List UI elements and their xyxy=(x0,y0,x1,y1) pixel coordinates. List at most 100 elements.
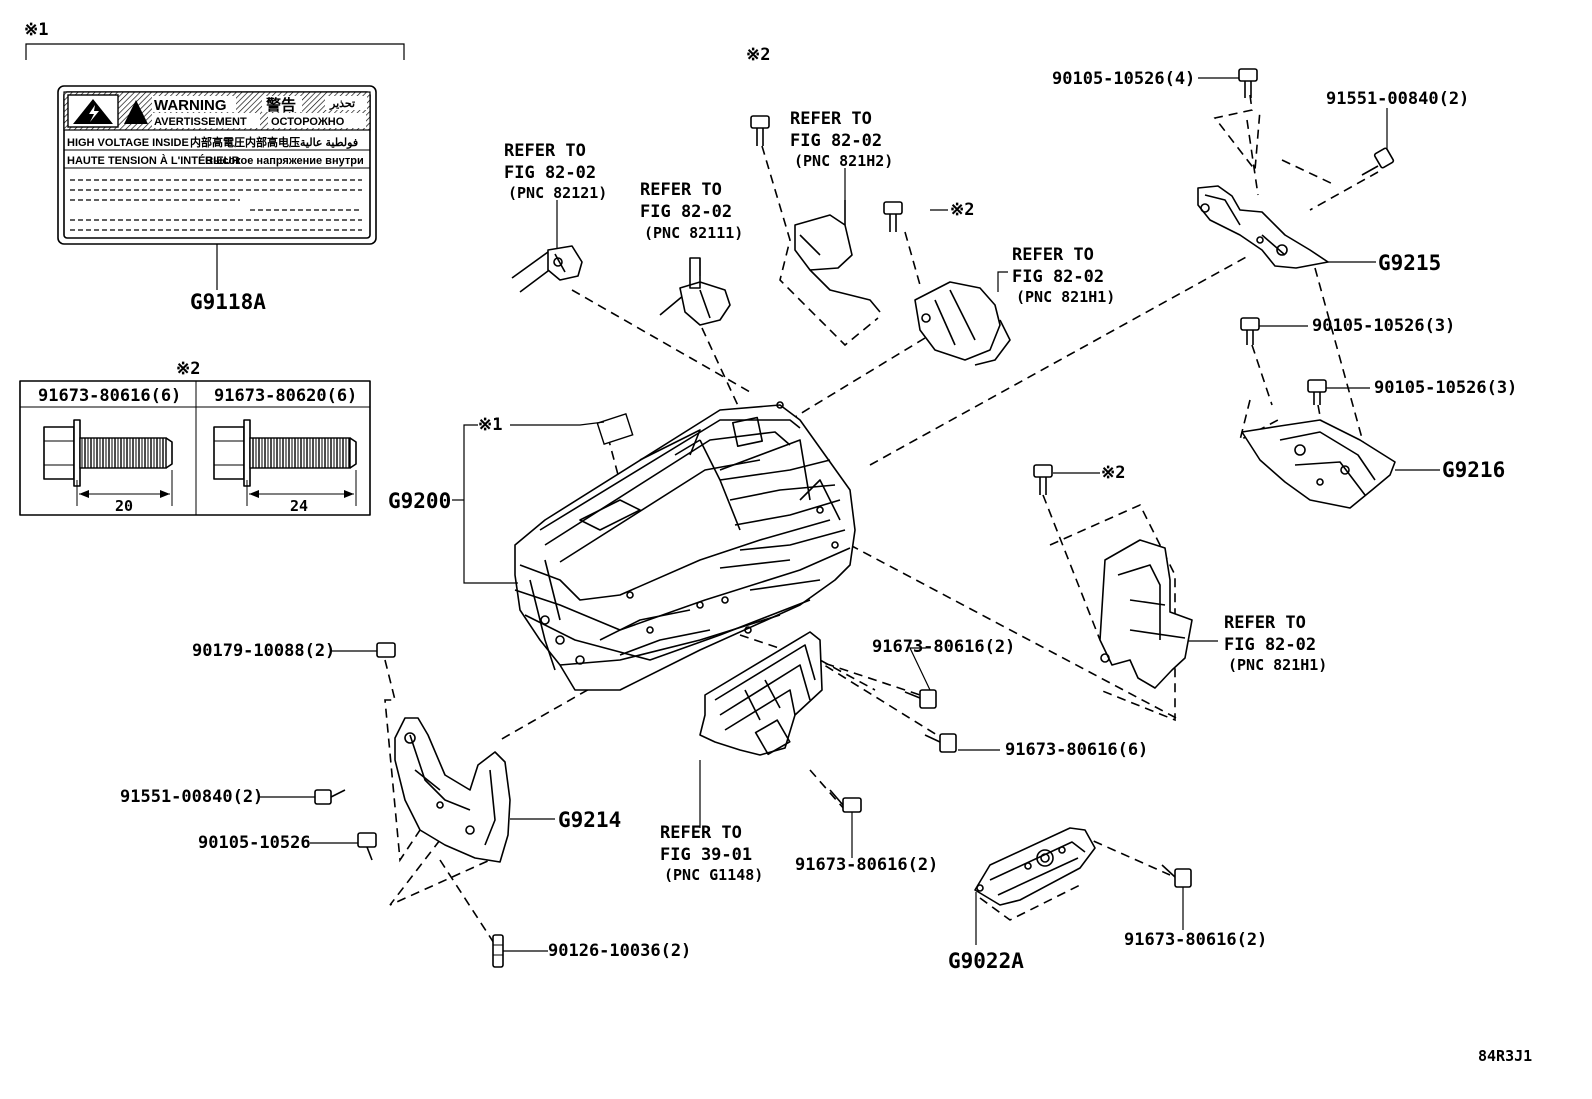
fig-821h1-lower: FIG 82-02 xyxy=(1224,635,1316,655)
refer-to-82121: REFER TO xyxy=(504,141,586,161)
bolt-label-90105-4: 90105-10526(4) xyxy=(1052,69,1195,89)
bolt-icon xyxy=(314,789,346,805)
bolt-icon xyxy=(357,832,377,861)
bolt-a-dimension: 20 xyxy=(76,470,173,515)
assembly-lines xyxy=(384,94,1379,961)
high-voltage-fr-text: HAUTE TENSION À L'INTÉRIEUR xyxy=(67,154,240,167)
callout-labels: ※2 ※1 ※2 ※2 REFER TO FIG 82-02 (PNC 8212… xyxy=(478,45,1327,884)
bolt-icon xyxy=(904,689,937,709)
fasteners xyxy=(314,68,1395,968)
warning-ru-text: ОСТОРОЖНО xyxy=(271,116,345,128)
bolt-label-91673-2-low: 91673-80616(2) xyxy=(795,855,938,875)
warning-triangle-icon xyxy=(124,100,148,124)
pnc-821h1-upper: (PNC 821H1) xyxy=(1016,288,1115,306)
warning-label-group: ※1 WARNING AVERTISSEMENT 警告 ОСТОРОЖНО تح… xyxy=(24,20,405,314)
bolt-label-91673-2-right: 91673-80616(2) xyxy=(1124,930,1267,950)
bolt-icon xyxy=(1033,464,1053,495)
note1-bracket xyxy=(25,43,405,60)
bolt-label-91551-top: 91551-00840(2) xyxy=(1326,89,1469,109)
bolt-icon xyxy=(376,642,396,658)
bolt-label-91551-left: 91551-00840(2) xyxy=(120,787,263,807)
label-location-marker xyxy=(596,413,634,445)
pnc-821h1-lower: (PNC 821H1) xyxy=(1228,656,1327,674)
fig-821h1-upper: FIG 82-02 xyxy=(1012,267,1104,287)
part-label-g9200: G9200 xyxy=(388,489,451,513)
bolt-icon xyxy=(1361,147,1395,176)
table-note2-mark: ※2 xyxy=(176,359,200,379)
bolt-icon xyxy=(883,201,903,232)
bolt-label-90105-3b: 90105-10526(3) xyxy=(1374,378,1517,398)
component-code-labels: G9200 G9214 G9215 G9216 G9022A 84R3J1 xyxy=(388,251,1532,1065)
note2-mark-connector: ※2 xyxy=(950,200,974,220)
refer-to-821h1-upper: REFER TO xyxy=(1012,245,1094,265)
bracket-g9214 xyxy=(394,717,511,863)
refer-to-82111: REFER TO xyxy=(640,180,722,200)
pnc-82111: (PNC 82111) xyxy=(644,224,743,242)
cover-g9022a xyxy=(974,827,1096,906)
bracket-g9215 xyxy=(1197,185,1329,269)
part-label-g9022a: G9022A xyxy=(948,949,1024,973)
warning-label-fine-print xyxy=(70,179,362,231)
high-voltage-text: HIGH VOLTAGE INSIDE xyxy=(67,137,189,149)
pnc-82121: (PNC 82121) xyxy=(508,184,607,202)
lightning-bolt-icon xyxy=(89,105,99,122)
connector-g1148 xyxy=(699,631,823,756)
connector-821h2 xyxy=(794,200,881,313)
note1-mark: ※1 xyxy=(24,20,48,40)
leader-lines xyxy=(260,77,1440,952)
bolt-table: ※2 91673-80616(6) 91673-80620(6) 20 xyxy=(19,359,371,516)
bolt-icon xyxy=(1161,864,1192,888)
high-voltage-cn-text: 内部高电压 xyxy=(245,135,300,149)
warning-jp-text: 警告 xyxy=(265,96,296,114)
inverter-assembly xyxy=(514,401,856,691)
high-voltage-ar-text: فولطية عالية xyxy=(300,137,358,149)
bolt-a-length: 20 xyxy=(115,497,133,515)
warning-ar-text: تحذير xyxy=(329,98,355,110)
part-label-g9216: G9216 xyxy=(1442,458,1505,482)
refer-to-g1148: REFER TO xyxy=(660,823,742,843)
part-label-g9215: G9215 xyxy=(1378,251,1441,275)
warning-text: WARNING xyxy=(154,97,227,114)
fig-g1148: FIG 39-01 xyxy=(660,845,752,865)
bolt-icon xyxy=(829,789,862,813)
stud-icon xyxy=(492,934,504,968)
bolt-b-dimension: 24 xyxy=(246,470,357,515)
bolt-icon xyxy=(924,733,957,753)
part-label-g9214: G9214 xyxy=(558,808,621,832)
inverter-rivets xyxy=(540,401,839,665)
bolt-icon xyxy=(1240,317,1260,345)
connector-82111 xyxy=(659,257,731,326)
diagram-code: 84R3J1 xyxy=(1478,1047,1532,1065)
bolt-label-90126: 90126-10036(2) xyxy=(548,941,691,961)
connector-821h1-lower xyxy=(1099,539,1193,689)
connector-82121 xyxy=(511,245,583,293)
bolt-label-90179: 90179-10088(2) xyxy=(192,641,335,661)
fig-82111: FIG 82-02 xyxy=(640,202,732,222)
pnc-g1148: (PNC G1148) xyxy=(664,866,763,884)
bolt-icon xyxy=(1307,379,1327,405)
avertissement-text: AVERTISSEMENT xyxy=(154,116,247,128)
bolt-b-part-number: 91673-80620(6) xyxy=(214,386,357,406)
bolt-a-drawing xyxy=(43,419,173,487)
note1-mark-inverter: ※1 xyxy=(478,415,502,435)
part-label-g9118a: G9118A xyxy=(190,290,266,314)
connector-821h1-upper xyxy=(914,281,1011,366)
part-number-labels: 90105-10526(4) 91551-00840(2) 90105-1052… xyxy=(120,69,1517,961)
high-voltage-ru-text: Высокое напряжение внутри xyxy=(205,155,364,167)
bolt-label-91673-2-mid: 91673-80616(2) xyxy=(872,637,1015,657)
fig-821h2: FIG 82-02 xyxy=(790,131,882,151)
refer-to-821h1-lower: REFER TO xyxy=(1224,613,1306,633)
bracket-g9216 xyxy=(1241,419,1396,509)
bolt-label-90105-single: 90105-10526 xyxy=(198,833,311,853)
bolt-b-drawing xyxy=(213,419,357,487)
pnc-821h2: (PNC 821H2) xyxy=(794,152,893,170)
bolt-label-90105-3a: 90105-10526(3) xyxy=(1312,316,1455,336)
bolt-label-91673-6: 91673-80616(6) xyxy=(1005,740,1148,760)
note2-mark-top: ※2 xyxy=(746,45,770,65)
bolt-a-part-number: 91673-80616(6) xyxy=(38,386,181,406)
bolt-icon xyxy=(750,115,770,146)
note2-mark-right: ※2 xyxy=(1101,463,1125,483)
refer-to-821h2: REFER TO xyxy=(790,109,872,129)
bolt-icon xyxy=(1238,68,1258,98)
